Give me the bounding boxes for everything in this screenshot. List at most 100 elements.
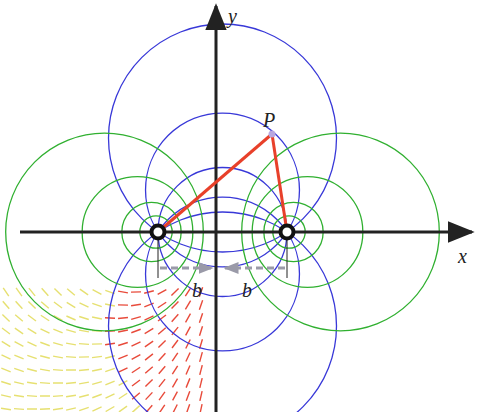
field-dash — [92, 382, 102, 385]
field-dash — [54, 302, 62, 308]
field-dash — [66, 316, 75, 320]
field-dash — [131, 317, 141, 320]
field-dash — [40, 382, 50, 384]
field-dash — [3, 301, 9, 309]
field-dash — [27, 395, 37, 397]
field-dash — [79, 316, 89, 319]
field-dash — [119, 393, 127, 398]
field-dash — [27, 408, 37, 410]
field-dash — [172, 314, 179, 322]
field-dash — [2, 328, 10, 334]
field-dash — [42, 288, 49, 295]
field-dash — [199, 326, 202, 336]
field-dash — [186, 352, 190, 361]
field-dash — [146, 392, 153, 399]
blue-circle — [108, 212, 336, 412]
field-dash — [79, 407, 88, 410]
field-dash — [53, 329, 62, 333]
field-dash — [1, 368, 10, 372]
field-dash — [79, 330, 89, 332]
field-dash — [66, 395, 76, 397]
field-dash — [16, 288, 22, 296]
field-dash — [53, 395, 63, 397]
field-dash — [186, 378, 190, 387]
dimension-b — [158, 240, 287, 278]
field-dash — [105, 368, 114, 371]
field-dash — [53, 356, 63, 358]
field-dash — [28, 328, 37, 333]
field-dash — [159, 353, 166, 360]
field-dash — [200, 352, 203, 362]
field-dash — [145, 354, 153, 360]
field-dash — [15, 315, 23, 321]
field-dash — [53, 369, 63, 371]
field-dash — [53, 382, 63, 383]
field-dash — [40, 369, 50, 371]
field-dash — [41, 315, 49, 320]
field-dash — [145, 341, 153, 347]
field-dash — [2, 341, 10, 346]
field-dash — [105, 317, 115, 319]
field-dash — [1, 408, 11, 409]
field-dash — [118, 343, 128, 346]
field-dash — [79, 369, 89, 370]
field-dash — [80, 289, 88, 295]
field-dash — [79, 395, 89, 398]
field-dash — [14, 355, 23, 359]
field-dash — [172, 301, 179, 308]
field-dash — [15, 342, 24, 347]
field-dash — [40, 408, 50, 410]
field-dash — [27, 369, 37, 371]
x-axis — [20, 231, 472, 234]
field-dash — [92, 407, 101, 411]
field-dash — [118, 317, 128, 319]
field-dash — [132, 380, 140, 386]
field-dash — [186, 327, 191, 336]
field-dash — [3, 288, 9, 296]
field-dash — [79, 382, 89, 384]
field-dash — [158, 302, 166, 308]
field-dash — [145, 380, 152, 387]
field-dash — [171, 289, 178, 296]
field-dash — [186, 404, 189, 412]
field-dash — [79, 356, 89, 358]
field-dash — [118, 355, 127, 359]
field-dash — [172, 366, 177, 374]
blue-circle — [146, 197, 300, 351]
y-axis — [215, 6, 218, 412]
field-dash — [105, 381, 114, 385]
field-dash — [53, 408, 63, 409]
field-dash — [40, 395, 50, 396]
field-dash — [199, 313, 202, 322]
axis-label: x — [458, 246, 467, 266]
field-dash — [158, 328, 166, 335]
field-dash — [185, 301, 190, 310]
field-dash — [145, 328, 154, 333]
dimension-label: b — [242, 280, 252, 300]
field-dash — [66, 330, 76, 333]
field-dash — [173, 392, 178, 401]
field-dash — [186, 365, 190, 374]
field-dash — [2, 315, 9, 322]
field-dash — [66, 382, 76, 384]
field-dash — [131, 291, 141, 293]
field-dash — [93, 290, 102, 295]
field-dash — [54, 289, 61, 296]
field-dash — [27, 382, 37, 384]
field-dash — [66, 343, 76, 345]
field-dash — [14, 408, 24, 410]
field-dash — [119, 406, 127, 412]
field-dash — [200, 365, 203, 375]
field-dash — [186, 391, 190, 400]
field-dash — [53, 343, 63, 346]
point-charge — [152, 226, 294, 239]
field-dash — [27, 342, 36, 346]
field-dash — [79, 303, 88, 307]
field-dash — [199, 300, 202, 309]
field-dash — [131, 329, 140, 333]
dimension-label: b — [192, 280, 202, 300]
axis-label: y — [228, 6, 237, 26]
field-dash — [92, 343, 102, 345]
